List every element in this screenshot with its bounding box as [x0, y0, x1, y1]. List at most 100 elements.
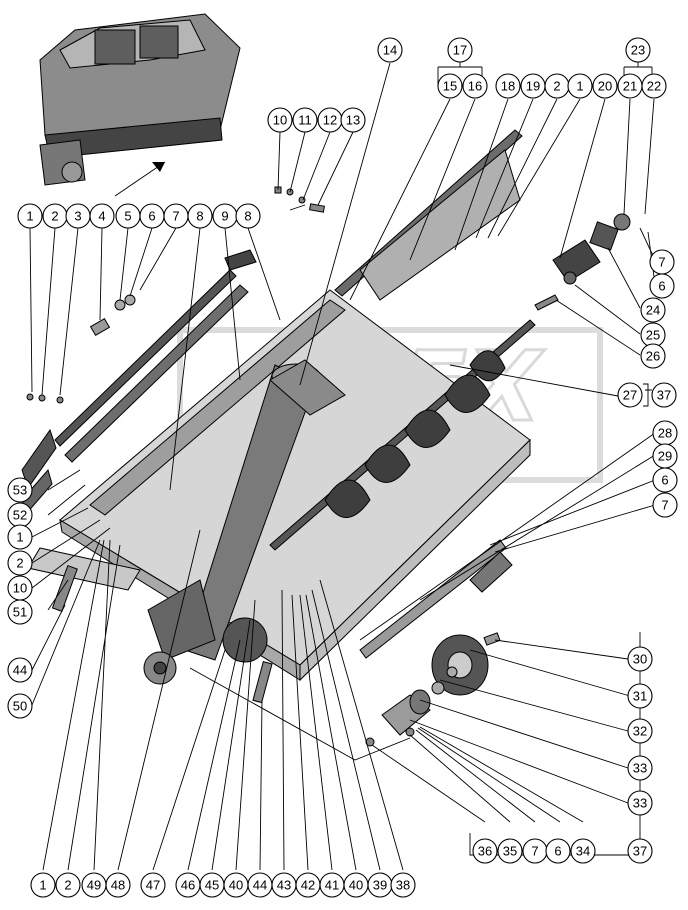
svg-text:51: 51: [13, 605, 27, 620]
svg-text:16: 16: [468, 79, 482, 94]
callout-3: 3: [65, 203, 91, 229]
callout-2-top: 2: [544, 73, 570, 99]
svg-text:36: 36: [478, 844, 492, 859]
callout-7-right-mid: 7: [652, 492, 678, 518]
svg-text:47: 47: [146, 878, 160, 893]
svg-text:4: 4: [98, 209, 105, 224]
callout-38: 38: [390, 872, 416, 898]
auger-screw: [269, 319, 536, 551]
svg-text:33: 33: [633, 796, 647, 811]
callout-1-bottom: 1: [30, 872, 56, 898]
leader-lines: [29, 62, 656, 871]
left-small-parts: [21, 186, 325, 704]
svg-text:38: 38: [396, 878, 410, 893]
svg-text:50: 50: [13, 699, 27, 714]
svg-text:23: 23: [631, 43, 645, 58]
callout-47: 47: [140, 872, 166, 898]
svg-text:1: 1: [26, 209, 33, 224]
callout-12: 12: [317, 107, 343, 133]
svg-text:2: 2: [16, 556, 23, 571]
svg-text:18: 18: [501, 79, 515, 94]
callout-14: 14: [377, 37, 403, 63]
callout-16: 16: [462, 73, 488, 99]
callout-6-right-top: 6: [649, 273, 675, 299]
svg-text:15: 15: [443, 79, 457, 94]
svg-text:10: 10: [273, 113, 287, 128]
callout-10-top: 10: [267, 107, 293, 133]
callout-7-left: 7: [163, 203, 189, 229]
svg-text:7: 7: [661, 498, 668, 513]
callout-49: 49: [81, 872, 107, 898]
callout-8-right: 8: [235, 203, 261, 229]
svg-text:43: 43: [277, 878, 291, 893]
svg-text:41: 41: [325, 878, 339, 893]
callout-50: 50: [7, 693, 33, 719]
callout-17: 17: [447, 37, 473, 63]
callout-2-left-mid: 2: [7, 550, 33, 576]
svg-text:7: 7: [531, 844, 538, 859]
callouts: 14 17 15 16 18 19 2 1 20 23 21 22 10 11 …: [7, 37, 678, 898]
svg-text:6: 6: [148, 209, 155, 224]
callout-35: 35: [497, 838, 523, 864]
svg-text:30: 30: [633, 652, 647, 667]
callout-37-top: 37: [651, 382, 677, 408]
svg-text:31: 31: [633, 689, 647, 704]
callout-22: 22: [641, 73, 667, 99]
svg-text:1: 1: [39, 878, 46, 893]
svg-text:27: 27: [623, 388, 637, 403]
svg-text:7: 7: [172, 209, 179, 224]
svg-text:17: 17: [453, 43, 467, 58]
svg-text:25: 25: [646, 328, 660, 343]
svg-text:21: 21: [623, 79, 637, 94]
svg-text:26: 26: [646, 349, 660, 364]
svg-text:40: 40: [229, 878, 243, 893]
svg-text:13: 13: [346, 113, 360, 128]
svg-text:12: 12: [323, 113, 337, 128]
callout-1-top: 1: [567, 73, 593, 99]
svg-text:45: 45: [205, 878, 219, 893]
callout-23: 23: [625, 37, 651, 63]
callout-53: 53: [7, 477, 33, 503]
group-brackets: [643, 383, 649, 407]
callout-52: 52: [7, 502, 33, 528]
callout-36: 36: [472, 838, 498, 864]
callout-2-left: 2: [42, 203, 68, 229]
svg-text:48: 48: [111, 878, 125, 893]
svg-text:49: 49: [87, 878, 101, 893]
callout-34: 34: [570, 838, 596, 864]
callout-43: 43: [271, 872, 297, 898]
callout-48: 48: [105, 872, 131, 898]
callout-9: 9: [212, 203, 238, 229]
svg-text:44: 44: [253, 878, 267, 893]
callout-1-left: 1: [17, 203, 43, 229]
callout-40-a: 40: [223, 872, 249, 898]
callout-10-left: 10: [7, 575, 33, 601]
callout-19: 19: [520, 73, 546, 99]
callout-7-right-top: 7: [649, 249, 675, 275]
svg-text:6: 6: [554, 844, 561, 859]
callout-11: 11: [292, 107, 318, 133]
svg-text:33: 33: [633, 761, 647, 776]
svg-text:19: 19: [526, 79, 540, 94]
callout-6-left: 6: [139, 203, 165, 229]
combine-overview-image: [39, 13, 241, 197]
svg-text:52: 52: [13, 508, 27, 523]
callout-46: 46: [175, 872, 201, 898]
svg-text:6: 6: [661, 473, 668, 488]
gearbox: [143, 579, 268, 685]
bearing-assembly: [534, 213, 631, 311]
svg-text:1: 1: [16, 530, 23, 545]
callout-26: 26: [640, 343, 666, 369]
callout-13: 13: [340, 107, 366, 133]
callout-25: 25: [640, 322, 666, 348]
callout-33b: 33: [627, 790, 653, 816]
callout-37-bottom: 37: [627, 838, 653, 864]
svg-text:2: 2: [64, 878, 71, 893]
svg-text:6: 6: [658, 279, 665, 294]
svg-text:34: 34: [576, 844, 590, 859]
callout-4: 4: [89, 203, 115, 229]
callout-2-bottom: 2: [55, 872, 81, 898]
callout-44-left: 44: [7, 657, 33, 683]
callout-24: 24: [640, 297, 666, 323]
svg-text:2: 2: [51, 209, 58, 224]
